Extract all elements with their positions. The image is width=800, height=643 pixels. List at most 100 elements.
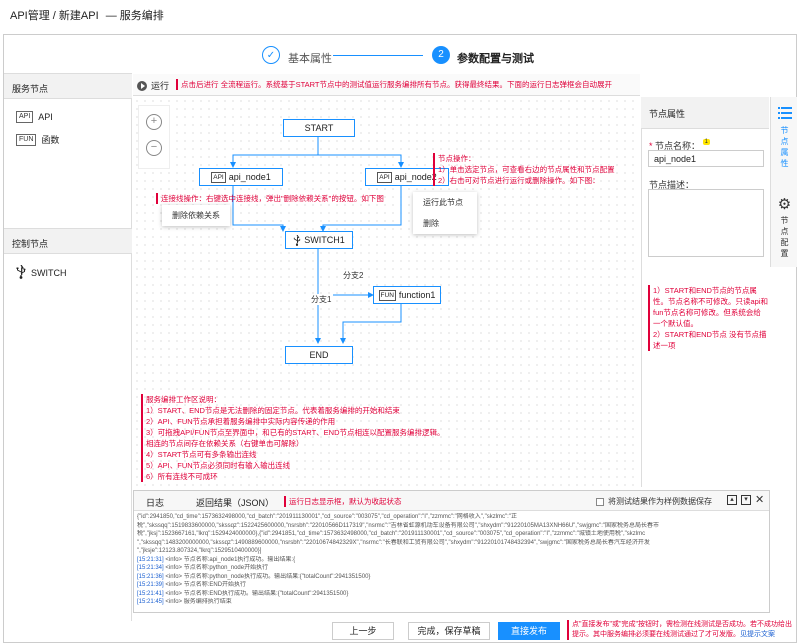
annotation-badge: 1 <box>702 139 710 145</box>
edge-context-menu: 删除依赖关系 <box>162 205 230 226</box>
log-entry: [15:21:31] <info> 节点名称:api_node1执行成功。输出结… <box>137 556 766 565</box>
edge-api1-switch[interactable] <box>232 186 286 232</box>
tab-node-properties-label: 节点属性 <box>780 126 789 168</box>
workspace-annotation: 服务编排工作区说明： 1）START、END节点是无法删除的固定节点。代表着服务… <box>141 394 444 482</box>
edge-start-api2[interactable] <box>317 137 404 168</box>
chevron-down-icon[interactable]: ▾ <box>741 495 751 505</box>
publish-annotation: 点"直接发布"或"完成"按钮时，需检测在线测试是否成功。若不成功给出 提示。其中… <box>567 620 799 640</box>
tab-node-config-label: 节点配置 <box>780 216 789 258</box>
edge-start-api1[interactable] <box>230 137 319 168</box>
canvas-toolbar: 运行 点击后进行 全流程运行。系统基于START节点中的测试值运行服务编排所有节… <box>133 74 640 96</box>
palette-fun-node[interactable]: FUN 函数 <box>16 133 59 146</box>
palette-switch-label: SWITCH <box>31 268 67 278</box>
fun-tag-icon: FUN <box>16 133 37 146</box>
log-text: <info> 节点名称:api_node1执行成功。输出结果:{ <box>165 556 296 563</box>
branch-2-label: 分支2 <box>341 270 366 281</box>
step-param-config[interactable]: 参数配置与测试 <box>457 53 534 65</box>
node-api1[interactable]: API api_node1 <box>199 168 283 186</box>
properties-note-line: 2）START和END节点 没有节点描述一项 <box>653 330 767 350</box>
log-timestamp: [15:21:39] <box>137 582 164 588</box>
node-function[interactable]: FUN function1 <box>373 286 441 304</box>
workspace-note-line: 3）可拖拽API/FUN节点至界面中，和已有的START、END节点相连以配置服… <box>146 428 445 437</box>
properties-title: 节点属性 <box>641 97 769 129</box>
publish-button[interactable]: 直接发布 <box>498 622 560 640</box>
log-entry: [15:21:36] <info> 节点名称:python_node执行成功。输… <box>137 573 766 582</box>
node-end-label: END <box>309 350 329 360</box>
log-raw-line: ","jksje":12123.807324,"lkrq":1529510400… <box>137 548 262 554</box>
log-timestamp: [15:21:41] <box>137 590 164 597</box>
node-start[interactable]: START <box>283 119 355 137</box>
log-content: {"id":2941850,"cd_time":1573632498000,"c… <box>134 513 769 611</box>
control-nodes-header: 控制节点 <box>4 228 132 254</box>
node-desc-textarea[interactable] <box>648 189 764 257</box>
orchestration-canvas[interactable]: + − START API api_node1 API api_node2 SW… <box>133 97 640 487</box>
node-switch[interactable]: SWITCH1 <box>285 231 353 249</box>
top-bar: API管理 / 新建API — 服务编排 <box>0 0 800 30</box>
log-entry: [15:21:41] <info> 节点名称:END执行成功。输出结果:{"to… <box>137 590 766 599</box>
breadcrumb: API管理 / 新建API — 服务编排 <box>10 7 164 23</box>
prev-step-button[interactable]: 上一步 <box>332 622 394 640</box>
api-tag-icon: API <box>16 111 34 123</box>
node-end[interactable]: END <box>285 346 353 364</box>
zoom-in-icon[interactable]: + <box>146 114 162 130</box>
log-entry: [15:21:39] <info> 节点名称:END开始执行 <box>137 581 766 590</box>
log-entry: [15:21:34] <info> 节点名称:python_node开始执行 <box>137 564 766 573</box>
edge-annotation: 连接线操作：右键选中连接线，弹出"删除依赖关系"的按钮。如下图 <box>156 193 384 204</box>
node-api2-label: api_node2 <box>394 172 437 182</box>
run-this-node-item[interactable]: 运行此节点 <box>423 198 463 207</box>
save-sample-option[interactable]: 将测试结果作为样例数据保存 <box>596 496 712 507</box>
play-icon <box>137 80 147 91</box>
node-annotation: 节点操作： 1）单击选定节点，可查看右边的节点属性和节点配置 2）右击可对节点进… <box>433 153 615 186</box>
chevron-up-icon[interactable]: ▴ <box>727 495 737 505</box>
close-icon[interactable]: ✕ <box>755 494 765 506</box>
palette-switch-node[interactable]: SWITCH <box>16 264 67 281</box>
run-label: 运行 <box>151 81 170 91</box>
node-api2[interactable]: API api_node2 <box>365 168 449 186</box>
log-tabs: 日志 返回结果（JSON） 运行日志显示框，默认为收起状态 将测试结果作为样例数… <box>134 491 769 511</box>
breadcrumb-current: — 服务编排 <box>105 10 164 22</box>
step-basic-attributes[interactable]: 基本属性 <box>288 53 332 65</box>
breadcrumb-new-api[interactable]: 新建API <box>58 10 99 22</box>
api-tag-icon: API <box>211 171 226 183</box>
log-timestamp: [15:21:45] <box>137 599 164 605</box>
log-timestamp: [15:21:34] <box>137 565 164 571</box>
node-annotation-line: 2）右击可对节点进行运行或删除操作。如下图： <box>438 176 600 185</box>
api-tag-icon: API <box>377 171 392 183</box>
node-annotation-line: 1）单击选定节点，可查看右边的节点属性和节点配置 <box>438 165 615 174</box>
node-name-input[interactable]: api_node1 <box>648 150 764 167</box>
breadcrumb-api-manage[interactable]: API管理 <box>10 10 50 22</box>
edge-api2-switch[interactable] <box>320 186 402 232</box>
log-text: <info> 节点名称:python_node开始执行 <box>165 565 269 571</box>
tab-node-config[interactable]: ⚙ 节点配置 <box>771 197 798 259</box>
node-api1-label: api_node1 <box>228 172 271 182</box>
workspace-note-line: 6）所有连线不可成环 <box>146 472 218 481</box>
save-draft-button[interactable]: 完成，保存草稿 <box>408 622 490 640</box>
log-text: <info> 节点名称:END执行成功。输出结果:{"totalCount":2… <box>165 590 349 597</box>
hint-text-link[interactable]: 见提示文案 <box>740 631 775 638</box>
zoom-out-icon[interactable]: − <box>146 140 162 156</box>
log-text: <info> 节点名称:python_node执行成功。输出结果:{"total… <box>165 573 371 580</box>
node-start-label: START <box>304 123 334 133</box>
check-icon: ✓ <box>262 46 280 64</box>
run-log-panel: 日志 返回结果（JSON） 运行日志显示框，默认为收起状态 将测试结果作为样例数… <box>133 490 770 613</box>
delete-node-item[interactable]: 删除 <box>423 219 439 228</box>
log-text: <info> 服务编排执行结束 <box>165 599 232 605</box>
save-sample-checkbox[interactable] <box>596 497 604 506</box>
side-tabs: 节点属性 ⚙ 节点配置 <box>770 97 797 267</box>
palette-api-node[interactable]: API API <box>16 111 53 123</box>
edge-fun-end[interactable] <box>340 303 402 344</box>
tab-log[interactable]: 日志 <box>146 498 165 508</box>
node-annotation-title: 节点操作： <box>438 154 476 163</box>
log-raw-line: {"id":2941850,"cd_time":1573632498000,"c… <box>137 514 517 520</box>
service-nodes-header: 服务节点 <box>4 73 132 99</box>
log-timestamp: [15:21:31] <box>137 556 164 563</box>
workspace-note-title: 服务编排工作区说明： <box>146 395 221 404</box>
tab-return-json[interactable]: 返回结果（JSON） <box>196 498 275 508</box>
delete-dependency-item[interactable]: 删除依赖关系 <box>172 211 220 220</box>
tab-node-properties[interactable]: 节点属性 <box>771 107 798 169</box>
required-mark: * <box>649 141 653 151</box>
log-entry: [15:21:45] <info> 服务编排执行结束 <box>137 598 766 607</box>
node-palette: 服务节点 API API FUN 函数 控制节点 SWITCH <box>4 73 132 621</box>
publish-note-line: 点"直接发布"或"完成"按钮时，需检测在线测试是否成功。若不成功给出 <box>572 621 792 628</box>
run-button[interactable]: 运行 <box>137 79 169 92</box>
